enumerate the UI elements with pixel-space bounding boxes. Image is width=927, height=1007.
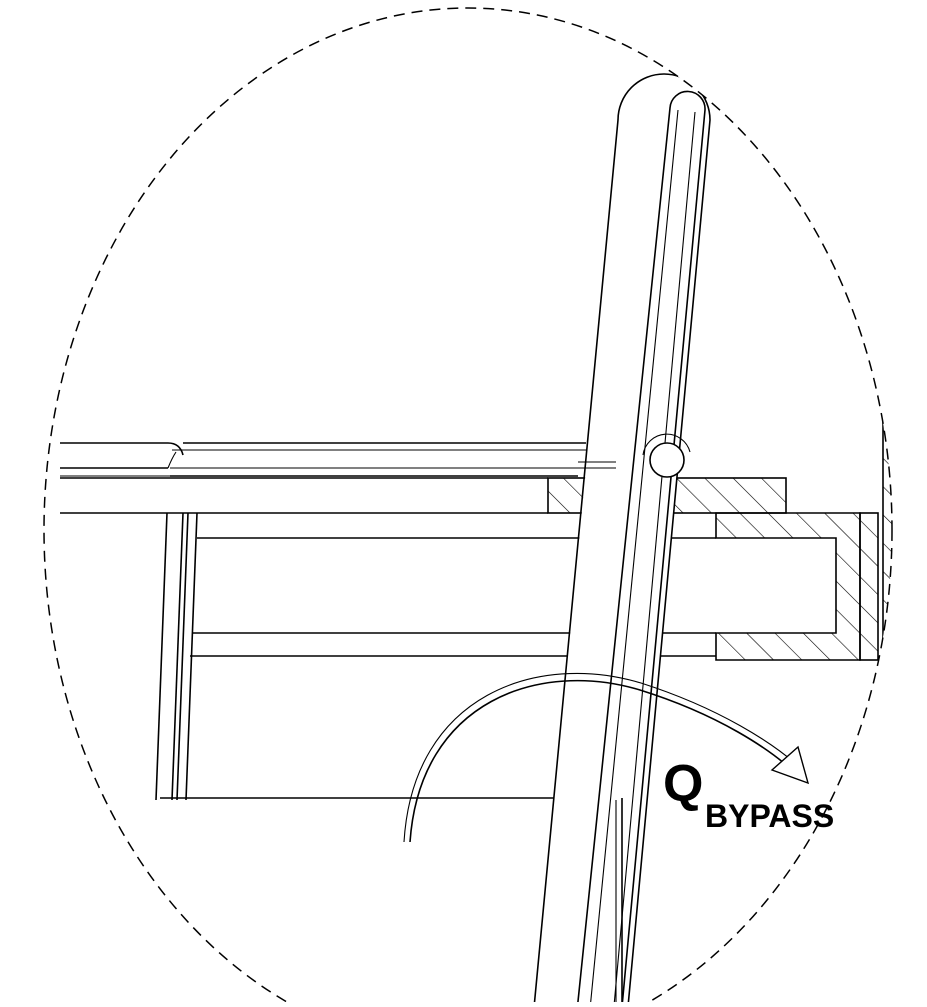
- bypass-flow-arrow: [403, 672, 810, 843]
- wall-hatch: [883, 150, 892, 1007]
- c-bracket: [715, 512, 879, 661]
- flap-door: [529, 73, 711, 1007]
- flow-label-main: Q: [663, 755, 703, 813]
- horizontal-rod: [60, 442, 586, 477]
- detail-contents: [60, 73, 892, 1007]
- flow-label-subscript: BYPASS: [705, 798, 834, 834]
- arrow-head-icon: [770, 745, 810, 785]
- horizontal-plate: [60, 477, 548, 514]
- detail-boundary-circle: [43, 7, 893, 1007]
- hinge-pin-icon: [649, 442, 685, 478]
- left-post: [155, 512, 198, 801]
